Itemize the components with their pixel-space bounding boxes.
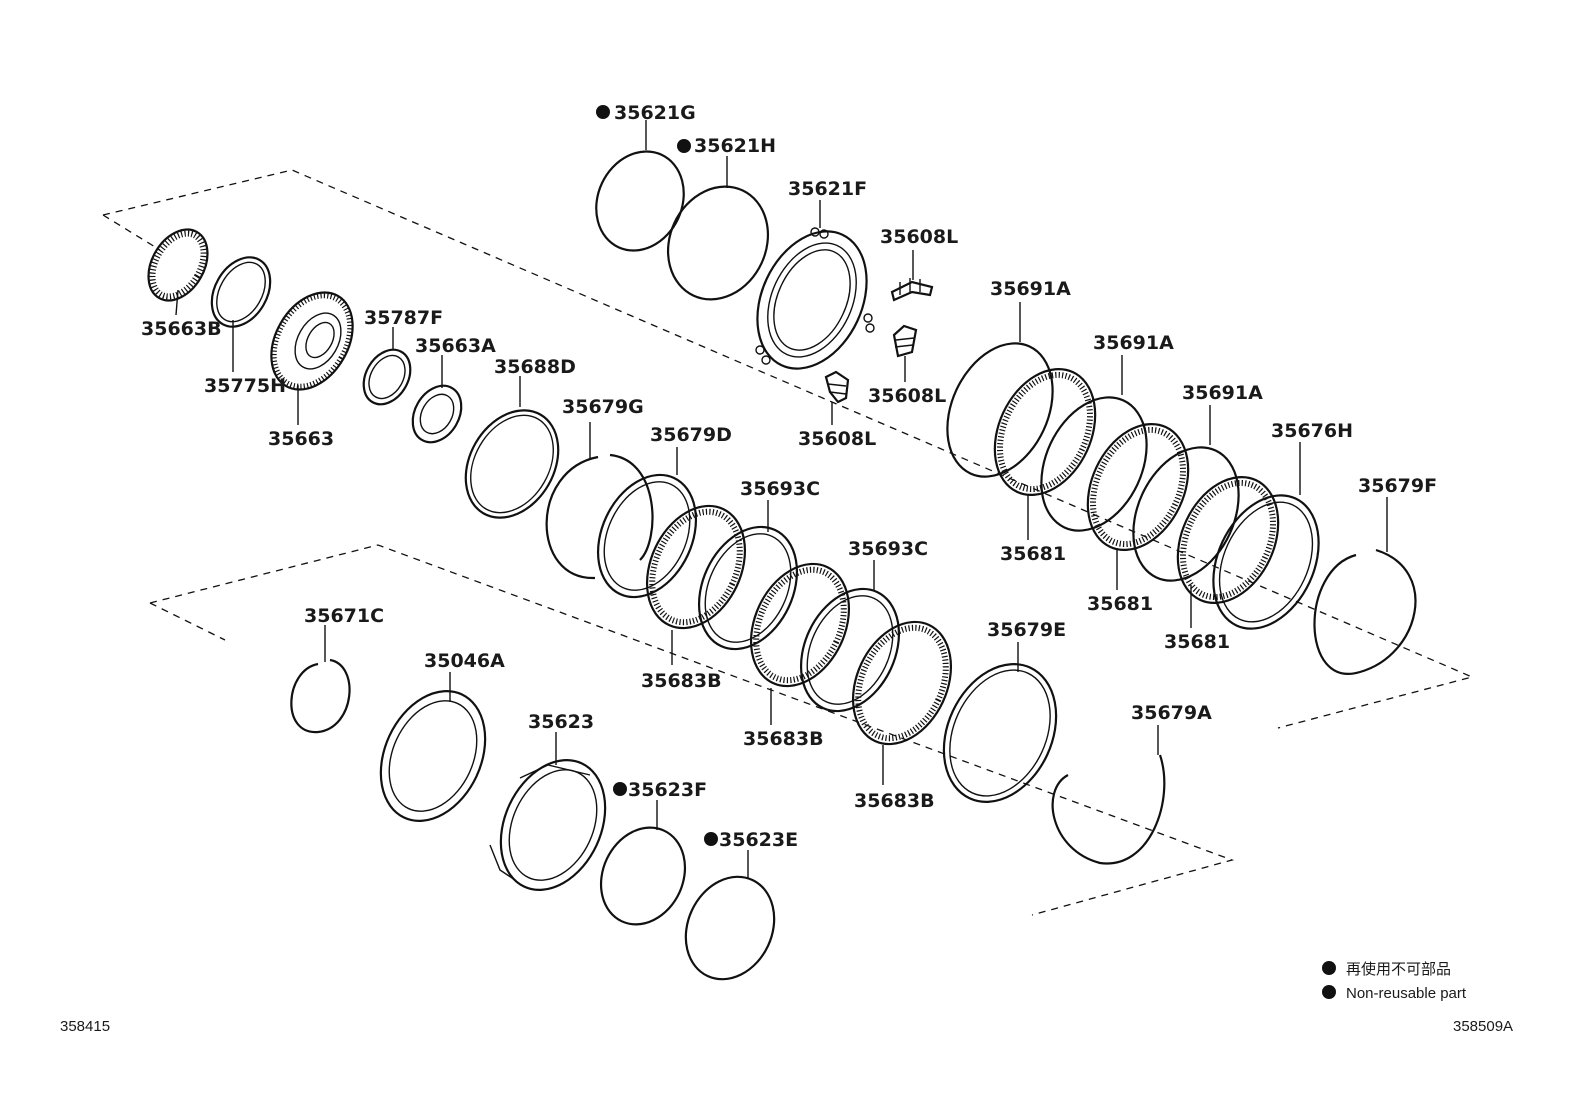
label-35623E: 35623E <box>719 829 798 851</box>
label-35679A: 35679A <box>1131 702 1212 724</box>
plate-35691A-1 <box>946 342 1054 478</box>
label-35681-1: 35681 <box>1000 543 1066 565</box>
plate-35676H <box>1212 494 1320 630</box>
seal-ring-35621H <box>666 185 770 301</box>
seal-ring-35621G <box>595 150 685 252</box>
piston-35621F <box>755 227 875 370</box>
ring-35775H <box>210 256 272 328</box>
disc-35681-3 <box>1176 476 1280 604</box>
label-35621H: 35621H <box>694 135 776 157</box>
label-35693C-2: 35693C <box>848 538 928 560</box>
label-35688D: 35688D <box>494 356 576 378</box>
plate-35679E <box>942 663 1058 803</box>
spring-35608L-low <box>824 370 850 404</box>
plate-35691A-3 <box>1132 446 1240 582</box>
label-35046A: 35046A <box>424 650 505 672</box>
label-35691A-3: 35691A <box>1182 382 1263 404</box>
lower-group-boundary-left <box>149 602 226 641</box>
seal-ring-35623E <box>684 875 776 981</box>
nonreusable-marker-35623E <box>704 832 718 846</box>
lower-group-boundary <box>149 544 1235 916</box>
label-35681-2: 35681 <box>1087 593 1153 615</box>
nonreusable-marker-35621H <box>677 139 691 153</box>
thrust-washer-35787F <box>362 348 412 406</box>
legend-marker-en <box>1322 985 1336 999</box>
bearing-35663A <box>411 384 463 444</box>
upper-group-boundary <box>102 169 1474 729</box>
label-35623: 35623 <box>528 711 594 733</box>
plate-35679D <box>596 473 698 599</box>
label-35691A-2: 35691A <box>1093 332 1174 354</box>
label-35775H: 35775H <box>204 375 286 397</box>
label-35621G: 35621G <box>614 102 696 124</box>
spring-35608L-top <box>890 278 934 302</box>
disc-35681-2 <box>1086 423 1190 551</box>
label-35663A: 35663A <box>415 335 496 357</box>
label-35681-3: 35681 <box>1164 631 1230 653</box>
label-35608L-top: 35608L <box>880 226 958 248</box>
label-35623F: 35623F <box>628 779 707 801</box>
label-35608L-mid: 35608L <box>868 385 946 407</box>
snap-ring-35679A <box>1051 754 1166 865</box>
bearing-35663B <box>147 228 209 302</box>
label-35787F: 35787F <box>364 307 443 329</box>
disc-35683B-3 <box>851 620 953 746</box>
snap-ring-35671C <box>290 658 351 734</box>
label-35683B-2: 35683B <box>743 728 824 750</box>
seal-ring-35623F <box>599 826 687 926</box>
snap-ring-35679F <box>1313 548 1417 675</box>
upper-group-boundary-left <box>102 214 161 251</box>
legend-marker-jp <box>1322 961 1336 975</box>
disc-35683B-1 <box>645 504 747 630</box>
label-35608L-low: 35608L <box>798 428 876 450</box>
footer-code-left: 358415 <box>60 1018 110 1035</box>
label-35679F: 35679F <box>1358 475 1437 497</box>
label-35693C-1: 35693C <box>740 478 820 500</box>
snap-ring-35679G <box>545 453 654 580</box>
nonreusable-marker-35621G <box>596 105 610 119</box>
disc-35681-1 <box>993 368 1097 496</box>
label-35683B-1: 35683B <box>641 670 722 692</box>
label-35671C: 35671C <box>304 605 384 627</box>
plate-35691A-2 <box>1040 396 1148 532</box>
label-35679G: 35679G <box>562 396 644 418</box>
plate-35046A <box>379 690 487 822</box>
spring-35608L-mid <box>892 324 918 358</box>
ring-35688D <box>464 409 560 519</box>
label-35676H: 35676H <box>1271 420 1353 442</box>
nonreusable-marker-35623F <box>613 782 627 796</box>
label-35679E: 35679E <box>987 619 1066 641</box>
label-35691A-1: 35691A <box>990 278 1071 300</box>
label-35683B-3: 35683B <box>854 790 935 812</box>
legend-text-jp: 再使用不可部品 <box>1346 961 1451 978</box>
piston-35623 <box>489 759 607 891</box>
legend-text-en: Non-reusable part <box>1346 985 1467 1002</box>
disc-35683B-2 <box>749 562 851 688</box>
label-35621F: 35621F <box>788 178 867 200</box>
footer-code-right: 358509A <box>1453 1018 1513 1035</box>
label-35663: 35663 <box>268 428 334 450</box>
label-35679D: 35679D <box>650 424 732 446</box>
plate-35693C-1 <box>697 525 799 651</box>
sun-gear-35663 <box>270 291 354 391</box>
label-35663B: 35663B <box>141 318 222 340</box>
plate-35693C-2 <box>799 587 901 713</box>
